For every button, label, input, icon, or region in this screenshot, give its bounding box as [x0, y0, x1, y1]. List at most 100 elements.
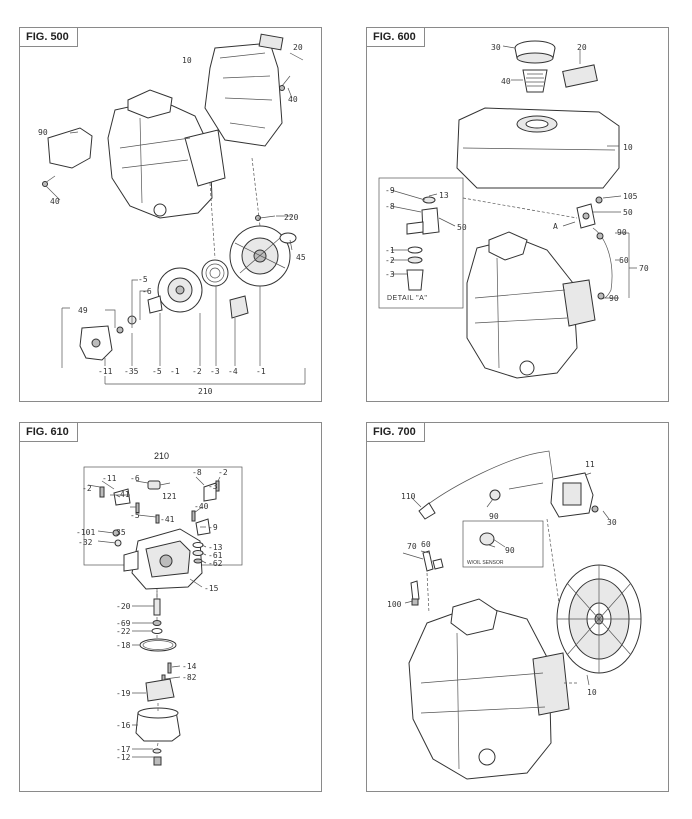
part-number: 20 — [577, 43, 587, 52]
part-number: -6 — [142, 287, 152, 296]
part-number: 30 — [607, 518, 617, 527]
part-number: -4 — [228, 367, 238, 376]
part-number: 220 — [284, 213, 299, 222]
screw — [116, 326, 124, 334]
part-number: 35 — [116, 528, 126, 537]
recoil-spring — [201, 259, 229, 287]
high-tension-lead — [426, 450, 554, 506]
fuel-cap — [514, 40, 556, 64]
recoil-starter — [229, 225, 291, 287]
part-number: 60 — [619, 256, 629, 265]
pawl — [147, 295, 163, 314]
part-number: -1 — [170, 367, 180, 376]
bracket — [47, 127, 93, 169]
part-number: -19 — [116, 689, 131, 698]
part-number: 90 — [505, 546, 515, 555]
part-number: -9 — [385, 186, 395, 195]
stop-switch — [422, 550, 444, 572]
part-number: 20 — [293, 43, 303, 52]
ignition-coil — [550, 472, 599, 518]
part-number: -1 — [385, 246, 395, 255]
part-number: 90 — [609, 294, 619, 303]
part-number: -16 — [116, 721, 131, 730]
hose-clip — [596, 232, 604, 240]
figure-panel-500: FIG. 500 — [19, 27, 322, 402]
part-number: 90 — [617, 228, 627, 237]
part-number: -35 — [124, 367, 139, 376]
part-number: 30 — [491, 43, 501, 52]
part-number: -2 — [192, 367, 202, 376]
part-number: -11 — [98, 367, 113, 376]
cable-clip — [489, 489, 501, 501]
part-number: 13 — [439, 191, 449, 200]
part-number: -82 — [182, 673, 197, 682]
part-number: 49 — [78, 306, 88, 315]
part-number: 45 — [296, 253, 306, 262]
part-number: -13 — [208, 543, 223, 552]
part-number: -3 — [385, 270, 395, 279]
part-number: 60 — [421, 540, 431, 549]
part-number: 121 — [162, 492, 177, 501]
starter-cup — [79, 325, 113, 361]
part-number: 40 — [50, 197, 60, 206]
hose-clip — [597, 292, 605, 300]
figure-label: FIG. 600 — [367, 28, 425, 47]
exploded-diagram-500: 10 20 40 90 40 220 45 -5 -6 49 -5 -2 -3 … — [38, 33, 306, 396]
oil-sensor-inset: W/OIL SENSOR — [462, 520, 544, 568]
part-number: 50 — [457, 223, 467, 232]
part-number: -41 — [160, 515, 175, 524]
figure-panel-700: FIG. 700 W/OIL SENSOR — [366, 422, 669, 792]
part-number: -5 — [152, 367, 162, 376]
part-number: A — [553, 222, 558, 231]
part-number: 50 — [623, 208, 633, 217]
part-number: -6 — [130, 474, 140, 483]
figure-label: FIG. 610 — [20, 423, 78, 442]
gasket — [279, 232, 297, 244]
ratchet — [229, 295, 249, 319]
starter-pulley — [157, 267, 203, 313]
part-number: 70 — [407, 542, 417, 551]
engine-block — [466, 231, 596, 379]
part-number: -14 — [182, 662, 197, 671]
exploded-diagram-600: DETAIL "A" 30 20 40 10 105 50 A 90 70 60… — [378, 40, 649, 379]
sensor-note: W/OIL SENSOR — [467, 560, 504, 566]
part-number: 210 — [198, 387, 213, 396]
part-number: -3 — [210, 367, 220, 376]
part-number: -3 — [208, 482, 218, 491]
fuel-cock — [576, 203, 596, 229]
part-number: -5 — [130, 511, 140, 520]
part-number: 70 — [639, 264, 649, 273]
spark-plug — [410, 580, 420, 606]
part-number: 210 — [154, 451, 169, 461]
part-number: -18 — [116, 641, 131, 650]
part-number: -5 — [138, 275, 148, 284]
fuel-tank — [456, 107, 620, 189]
label-plate — [258, 33, 284, 51]
bolt — [595, 196, 603, 204]
part-number: 10 — [623, 143, 633, 152]
part-number: -40 — [194, 502, 209, 511]
part-number: 10 — [182, 56, 192, 65]
detail-caption: DETAIL "A" — [387, 295, 427, 302]
part-number: 100 — [387, 600, 402, 609]
part-number: -11 — [102, 474, 117, 483]
carburetor-body — [123, 528, 203, 590]
part-number: -61 — [208, 551, 223, 560]
figure-panel-600: FIG. 600 — [366, 27, 669, 402]
exploded-diagram-700: W/OIL SENSOR 11 — [387, 450, 642, 780]
part-number: 11 — [585, 460, 595, 469]
flywheel — [556, 564, 642, 674]
part-number: -9 — [208, 523, 218, 532]
part-number: -22 — [116, 627, 131, 636]
fan-shroud — [204, 42, 283, 147]
part-number: 40 — [288, 95, 298, 104]
part-number: -2 — [385, 256, 395, 265]
part-number: 41 — [120, 490, 130, 499]
part-number: -62 — [208, 559, 223, 568]
part-number: 110 — [401, 492, 416, 501]
figure-label: FIG. 500 — [20, 28, 78, 47]
part-number: -8 — [192, 468, 202, 477]
bolts — [42, 75, 291, 221]
part-number: 90 — [38, 128, 48, 137]
engine-block — [408, 598, 570, 780]
